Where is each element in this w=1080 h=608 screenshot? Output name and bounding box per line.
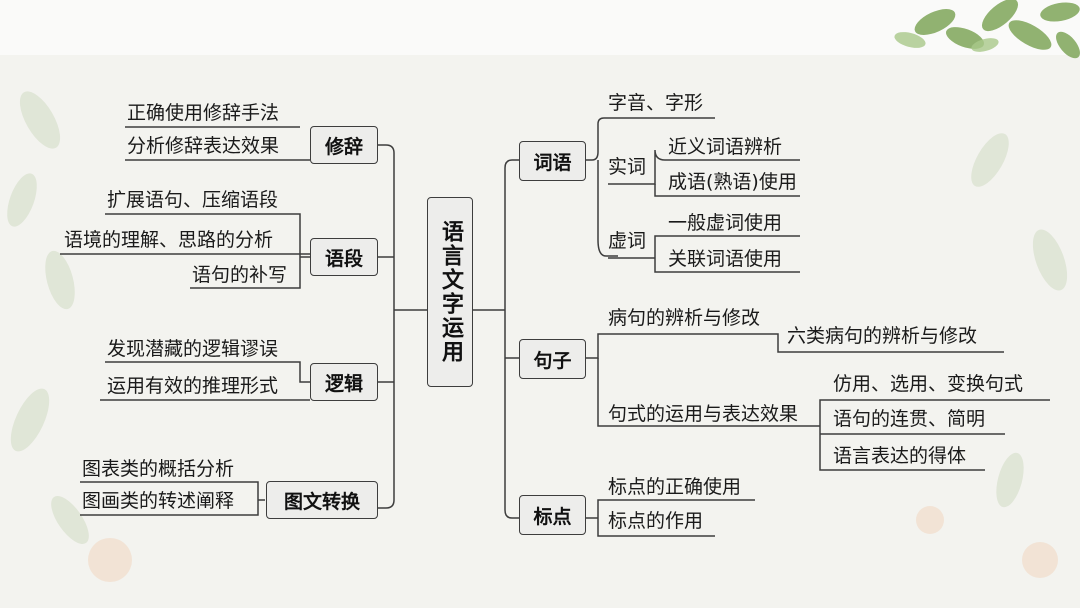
leaf-jushi-3: 语言表达的得体: [833, 444, 966, 468]
leaf-tuwen-2: 图画类的转述阐释: [82, 489, 234, 513]
category-tuwen: 图文转换: [266, 481, 378, 519]
leaf-zishi: 字音、字形: [608, 91, 703, 115]
leaf-yuduan-2: 语境的理解、思路的分析: [64, 228, 273, 252]
leaf-shici-2: 成语(熟语)使用: [668, 170, 797, 194]
leaf-shici-1: 近义词语辨析: [668, 135, 782, 159]
category-luoji: 逻辑: [310, 363, 378, 401]
category-biaodian: 标点: [519, 495, 586, 535]
leaf-luoji-2: 运用有效的推理形式: [107, 374, 278, 398]
leaf-jushi-2: 语句的连贯、简明: [833, 407, 985, 431]
subcategory-xuci: 虚词: [608, 229, 646, 253]
center-topic: 语言文字运用: [427, 197, 473, 387]
leaf-biaodian-1: 标点的正确使用: [608, 475, 741, 499]
category-xiuci: 修辞: [310, 126, 378, 164]
leaf-xuci-2: 关联词语使用: [668, 247, 782, 271]
category-yuduan: 语段: [310, 238, 378, 276]
leaf-bingju: 六类病句的辨析与修改: [787, 324, 977, 348]
leaf-yuduan-3: 语句的补写: [192, 263, 287, 287]
subcategory-shici: 实词: [608, 155, 646, 179]
leaf-xuci-1: 一般虚词使用: [668, 211, 782, 235]
subcategory-jushi: 句式的运用与表达效果: [608, 402, 798, 426]
leaf-jushi-1: 仿用、选用、变换句式: [833, 372, 1023, 396]
category-juzi: 句子: [519, 339, 586, 379]
leaf-tuwen-1: 图表类的概括分析: [82, 457, 234, 481]
leaf-yuduan-1: 扩展语句、压缩语段: [107, 188, 278, 212]
leaf-biaodian-2: 标点的作用: [608, 509, 703, 533]
category-ciyu: 词语: [519, 141, 586, 181]
leaf-xiuci-1: 正确使用修辞手法: [127, 101, 279, 125]
leaf-luoji-1: 发现潜藏的逻辑谬误: [107, 337, 278, 361]
subcategory-bingju: 病句的辨析与修改: [608, 306, 760, 330]
leaf-xiuci-2: 分析修辞表达效果: [127, 134, 279, 158]
